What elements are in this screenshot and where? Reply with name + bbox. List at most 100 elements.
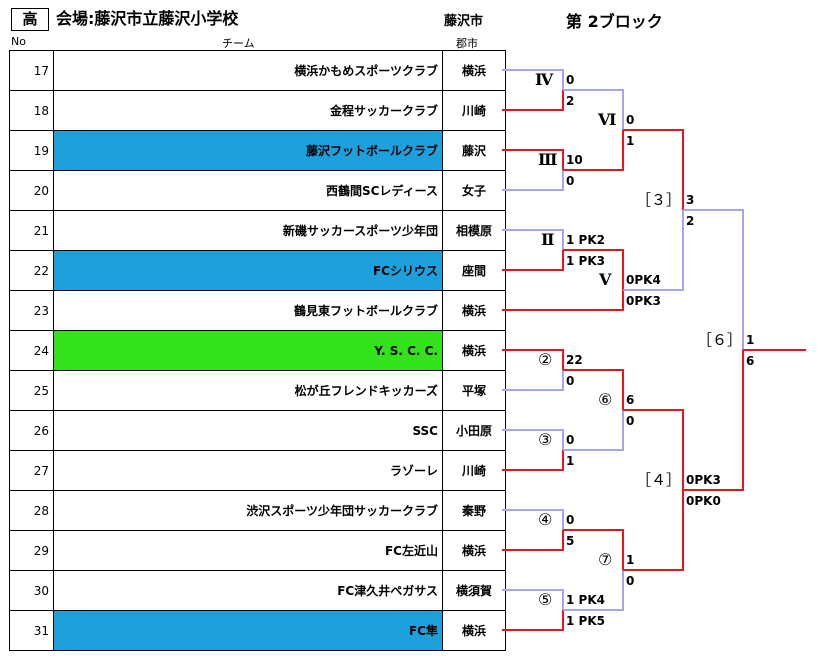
score-m6-bottom: 1 [626, 134, 635, 148]
table-row: 31 FC隼 横浜 [9, 610, 506, 651]
score-final-bottom: 6 [746, 354, 755, 368]
team-area: 座間 [442, 250, 506, 291]
team-name: FC左近山 [53, 530, 443, 571]
score-c2-bottom: 0 [566, 374, 575, 388]
team-area: 横浜 [442, 50, 506, 91]
column-header-no: No [11, 35, 26, 48]
score-m3-bottom: 0 [566, 174, 575, 188]
team-name: ラゾーレ [53, 450, 443, 491]
team-name: 藤沢フットボールクラブ [53, 130, 443, 171]
match-label-2: Ⅱ [541, 230, 555, 249]
bracket-line-18 [502, 90, 564, 111]
score-c6-bottom: 0 [626, 414, 635, 428]
bracket-line-c7-win [623, 490, 684, 571]
score-c2-top: 22 [566, 353, 583, 367]
bracket-line-m4-win [563, 89, 624, 130]
table-row: 29 FC左近山 横浜 [9, 530, 506, 571]
team-number: 26 [9, 410, 54, 451]
score-m2-bottom: 1 PK3 [566, 254, 605, 268]
match-label-4: Ⅳ [535, 70, 554, 89]
team-area: 横浜 [442, 330, 506, 371]
match-label-6: Ⅵ [598, 110, 617, 129]
bracket-line-27 [502, 450, 564, 471]
team-name: 横浜かもめスポーツクラブ [53, 50, 443, 91]
team-area: 横浜 [442, 530, 506, 571]
match-label-b3: ［３］ [636, 191, 682, 209]
match-label-c7: ⑦ [598, 550, 613, 569]
team-number: 22 [9, 250, 54, 291]
host-city: 藤沢市 [444, 14, 484, 29]
score-b3-bottom: 2 [686, 214, 695, 228]
bracket-line-17 [502, 69, 564, 90]
team-table-body: 17 横浜かもめスポーツクラブ 横浜 18 金程サッカークラブ 川崎 19 藤沢… [9, 50, 506, 651]
score-m5-top: 0PK4 [626, 273, 661, 287]
match-label-c5: ⑤ [538, 590, 553, 609]
bracket-line-23 [502, 270, 624, 311]
category-mark: 高 [11, 8, 49, 31]
score-m3-top: 10 [566, 153, 583, 167]
bracket-line-c6-win [623, 409, 684, 490]
bracket-line-28 [502, 509, 564, 530]
match-label-5: Ⅴ [599, 270, 612, 289]
column-header-team: チーム [222, 37, 255, 50]
bracket-line-m2-win [563, 249, 624, 270]
bracket-line-19 [502, 149, 564, 170]
team-name: FC津久井ペガサス [53, 570, 443, 611]
bracket-line-30 [502, 589, 564, 610]
team-number: 30 [9, 570, 54, 611]
team-area: 横浜 [442, 610, 506, 651]
score-c7-bottom: 0 [626, 574, 635, 588]
score-c4-top: 0 [566, 513, 575, 527]
team-name: 松が丘フレンドキッカーズ [53, 370, 443, 411]
bracket-line-21 [502, 229, 564, 250]
table-row: 28 渋沢スポーツ少年団サッカークラブ 秦野 [9, 490, 506, 531]
team-number: 23 [9, 290, 54, 331]
score-c3-top: 0 [566, 433, 575, 447]
score-c3-bottom: 1 [566, 454, 575, 468]
match-label-b6: ［６］ [697, 331, 743, 349]
match-label-b4: ［４］ [636, 471, 682, 489]
bracket-line-m3-win [563, 130, 624, 171]
match-label-c4: ④ [538, 510, 553, 529]
block-title: 第 2ブロック [566, 12, 663, 31]
team-area: 川崎 [442, 90, 506, 131]
team-name: FC隼 [53, 610, 443, 651]
bracket-line-29 [502, 530, 564, 551]
team-table: 17 横浜かもめスポーツクラブ 横浜 18 金程サッカークラブ 川崎 19 藤沢… [9, 50, 506, 651]
bracket-line-c2-win [563, 369, 624, 410]
match-label-c2: ② [538, 350, 553, 369]
score-c7-top: 1 [626, 553, 635, 567]
match-label-3: Ⅲ [538, 150, 558, 169]
score-m6-top: 0 [626, 113, 635, 127]
team-number: 25 [9, 370, 54, 411]
table-row: 25 松が丘フレンドキッカーズ 平塚 [9, 370, 506, 411]
team-name: FCシリウス [53, 250, 443, 291]
score-b3-top: 3 [686, 193, 695, 207]
bracket-line-22 [502, 250, 564, 271]
score-final-top: 1 [746, 333, 755, 347]
score-c5-bottom: 1 PK5 [566, 614, 605, 628]
score-m2-top: 1 PK2 [566, 233, 605, 247]
score-b4-top: 0PK3 [686, 473, 721, 487]
score-m5-bottom: 0PK3 [626, 294, 661, 308]
team-number: 29 [9, 530, 54, 571]
bracket-line-c4-win [563, 529, 624, 570]
team-name: Y. S. C. C. [53, 330, 443, 371]
column-header-area: 郡市 [456, 37, 478, 50]
match-label-c6: ⑥ [598, 390, 613, 409]
bracket-line-b4-win [683, 350, 744, 491]
score-c6-top: 6 [626, 393, 635, 407]
score-c4-bottom: 5 [566, 534, 575, 548]
bracket-line-b3-win [683, 209, 744, 350]
team-area: 横浜 [442, 290, 506, 331]
bracket-line-31 [502, 610, 564, 631]
table-row: 30 FC津久井ペガサス 横須賀 [9, 570, 506, 611]
score-c5-top: 1 PK4 [566, 593, 605, 607]
score-m4-bottom: 2 [566, 94, 575, 108]
bracket-line-c5-win [563, 570, 624, 611]
score-m4-top: 0 [566, 73, 575, 87]
team-number: 18 [9, 90, 54, 131]
score-b4-bottom: 0PK0 [686, 494, 721, 508]
venue-title: 会場:藤沢市立藤沢小学校 [56, 9, 239, 28]
